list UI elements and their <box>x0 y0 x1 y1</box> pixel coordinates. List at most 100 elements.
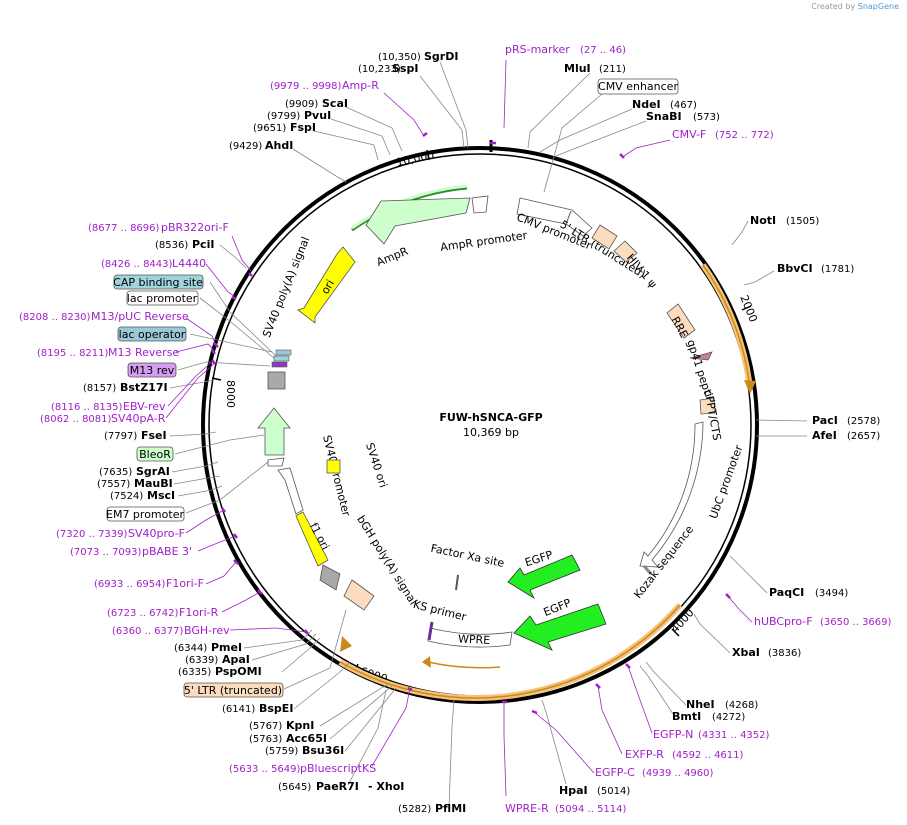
ampr-promoter-feature[interactable] <box>471 195 489 214</box>
site-bsu36i[interactable]: Bsu36I <box>302 744 344 757</box>
site-fspi[interactable]: FspI <box>290 121 316 134</box>
site-bbvci-pos: (1781) <box>821 264 854 275</box>
primer-exfp-r[interactable]: EXFP-R <box>625 748 664 761</box>
primer-f1ori-r[interactable]: F1ori-R <box>179 606 219 619</box>
cap-label[interactable]: CAP binding site <box>113 276 203 289</box>
site-xhoi[interactable]: - XhoI <box>368 780 404 793</box>
site-msci[interactable]: MscI <box>147 489 175 502</box>
site-paer7i[interactable]: PaeR7I <box>316 780 359 793</box>
egfp-1-feature[interactable] <box>507 554 581 600</box>
egfp-2-feature[interactable] <box>513 603 607 651</box>
ks-primer-mark <box>427 621 434 641</box>
primer-pbluescriptks[interactable]: pBluescriptKS <box>300 762 376 775</box>
primer-bgh-rev[interactable]: BGH-rev <box>184 624 230 637</box>
m13rev-label[interactable]: M13 rev <box>130 364 175 377</box>
site-pvui-pos: (9799) <box>267 111 300 122</box>
primer-pbr322ori-f[interactable]: pBR322ori-F <box>161 221 229 234</box>
site-paqci[interactable]: PaqCI <box>769 586 804 599</box>
primer-amp-r[interactable]: Amp-R <box>342 79 379 92</box>
site-nhei[interactable]: NheI <box>686 698 715 711</box>
primer-bgh-rev-range: (6360 .. 6377) <box>112 626 184 637</box>
site-maubi[interactable]: MauBI <box>134 477 173 490</box>
ks-primer-label: KS primer <box>412 598 468 624</box>
primer-leaders <box>165 59 753 797</box>
em7-feature[interactable] <box>267 457 285 467</box>
site-fsei[interactable]: FseI <box>141 429 167 442</box>
primer-m13rev[interactable]: M13 Reverse <box>108 346 179 359</box>
kozak-feature[interactable] <box>642 565 653 575</box>
sv40-promoter-feature[interactable] <box>277 467 304 515</box>
ori-feature[interactable] <box>297 246 356 324</box>
ltr-label[interactable]: 5' LTR (truncated) <box>184 684 282 697</box>
wpre-feature[interactable] <box>427 627 513 648</box>
primer-hubcpro-f[interactable]: hUBCpro-F <box>754 615 813 628</box>
m13rev-box <box>127 362 177 378</box>
primer-amp-r-range: (9979 .. 9998) <box>270 81 342 92</box>
snapgene-brand: SnapGene <box>857 2 899 11</box>
site-sgrai[interactable]: SgrAI <box>136 465 170 478</box>
primer-sv40pro-f[interactable]: SV40pro-F <box>128 527 185 540</box>
site-sspi[interactable]: SspI <box>392 62 418 75</box>
site-noti[interactable]: NotI <box>750 214 776 227</box>
site-xbai[interactable]: XbaI <box>732 646 760 659</box>
primer-labels: pRS-marker (27 .. 46) (9979 .. 9998) Amp… <box>19 43 892 815</box>
site-bbvci[interactable]: BbvCI <box>777 262 813 275</box>
site-ndei[interactable]: NdeI <box>632 98 661 111</box>
primer-sv40pa-r[interactable]: SV40pA-R <box>111 412 166 425</box>
factor-xa-label: Factor Xa site <box>430 542 506 570</box>
sv40-ori-feature[interactable] <box>326 459 341 474</box>
primer-egfp-n[interactable]: EGFP-N <box>653 728 693 741</box>
site-ahdi[interactable]: AhdI <box>265 139 293 152</box>
cmv-promoter-feature[interactable] <box>516 197 593 237</box>
site-bmti-pos: (4272) <box>712 712 745 723</box>
rre-feature[interactable] <box>666 303 696 339</box>
site-paci[interactable]: PacI <box>812 414 838 427</box>
site-bmti[interactable]: BmtI <box>672 710 701 723</box>
primer-pbabe3[interactable]: pBABE 3' <box>142 545 192 558</box>
site-apai[interactable]: ApaI <box>222 653 250 666</box>
bgh-polya-grey[interactable] <box>319 564 341 591</box>
bleor-feature[interactable] <box>257 407 291 456</box>
site-scai[interactable]: ScaI <box>322 97 348 110</box>
ampr-feature[interactable] <box>365 197 471 245</box>
em7-label[interactable]: EM7 promoter <box>106 508 184 521</box>
cmv-enhancer-label[interactable]: CMV enhancer <box>598 80 678 93</box>
site-hpai[interactable]: HpaI <box>559 784 588 797</box>
primer-pbabe3-range: (7073 .. 7093) <box>70 547 142 558</box>
gp41-feature[interactable] <box>689 351 713 361</box>
site-acc65i[interactable]: Acc65I <box>286 732 327 745</box>
f1-ori-feature[interactable] <box>295 511 329 567</box>
primer-egfp-c[interactable]: EGFP-C <box>595 766 635 779</box>
site-pspomi[interactable]: PspOMI <box>215 665 262 678</box>
bleor-label[interactable]: BleoR <box>139 448 171 461</box>
site-kpni[interactable]: KpnI <box>286 719 314 732</box>
primer-cmv-f[interactable]: CMV-F <box>672 128 706 141</box>
primer-m13puc[interactable]: M13/pUC Reverse <box>91 310 189 323</box>
site-bspei[interactable]: BspEI <box>259 702 293 715</box>
site-sgrdi[interactable]: SgrDI <box>424 50 458 63</box>
site-mlui[interactable]: MluI <box>564 62 591 75</box>
cppt-feature[interactable] <box>699 397 716 415</box>
ltr5-feature[interactable] <box>591 224 618 250</box>
site-snabi[interactable]: SnaBI <box>646 110 682 123</box>
site-sgrai-pos: (7635) <box>99 467 132 478</box>
site-pcii[interactable]: PciI <box>192 238 214 251</box>
lac-promoter-label[interactable]: lac promoter <box>127 292 198 305</box>
primer-prs-marker[interactable]: pRS-marker <box>505 43 570 56</box>
primer-l4440[interactable]: L4440 <box>172 257 206 270</box>
bgh-feature[interactable] <box>343 579 375 611</box>
site-pvui[interactable]: PvuI <box>304 109 331 122</box>
primer-wpre-r[interactable]: WPRE-R <box>505 802 549 815</box>
hiv-psi-feature[interactable] <box>613 240 638 263</box>
primer-ebv-rev[interactable]: EBV-rev <box>123 400 166 413</box>
ampr-label: AmpR <box>375 244 411 268</box>
site-pmei[interactable]: PmeI <box>211 641 242 654</box>
primer-f1ori-f[interactable]: F1ori-F <box>166 577 204 590</box>
site-bstz17i[interactable]: BstZ17I <box>120 381 168 394</box>
lac-operator-label[interactable]: lac operator <box>119 328 186 341</box>
factor-xa-feature[interactable] <box>455 574 459 591</box>
ubc-promoter-feature[interactable] <box>639 421 704 568</box>
sv40-polya-feature[interactable] <box>267 371 286 390</box>
site-afei[interactable]: AfeI <box>812 429 837 442</box>
site-pflmi[interactable]: PflMI <box>435 802 466 815</box>
